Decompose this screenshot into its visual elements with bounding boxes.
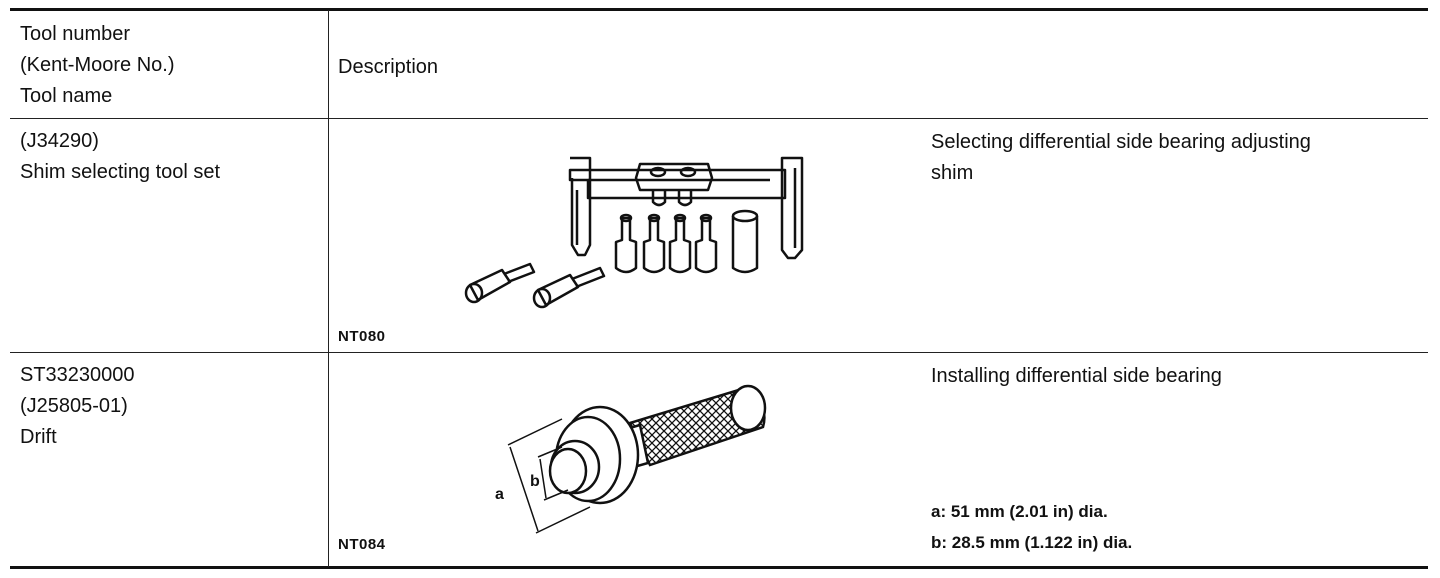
dimension-b-label: b [530, 473, 540, 490]
header-divider [10, 118, 1428, 119]
row2-figure-code: NT084 [338, 536, 386, 553]
header-tool-name: Tool name [20, 85, 113, 107]
table-top-rule [10, 8, 1428, 11]
shim-selecting-tool-set-illustration [464, 156, 804, 309]
row2-spec-a: a: 51 mm (2.01 in) dia. [931, 502, 1108, 521]
header-kent-moore: (Kent-Moore No.) [20, 54, 175, 76]
row2-description: Installing differential side bearing [931, 365, 1222, 387]
row2-kent-moore: (J25805-01) [20, 395, 128, 417]
row1-figure-code: NT080 [338, 328, 386, 345]
table-bottom-rule [10, 566, 1428, 569]
row1-description-cont: shim [931, 162, 974, 184]
row-divider [10, 352, 1428, 353]
header-description: Description [338, 56, 439, 78]
dimension-a-label: a [495, 486, 504, 503]
row1-tool-number: (J34290) [20, 130, 99, 152]
header-tool-number: Tool number [20, 23, 131, 45]
row2-tool-name: Drift [20, 426, 57, 448]
row2-tool-number: ST33230000 [20, 364, 135, 386]
row2-spec-b: b: 28.5 mm (1.122 in) dia. [931, 533, 1133, 552]
row1-tool-name: Shim selecting tool set [20, 161, 221, 183]
drift-illustration [507, 384, 767, 534]
column-divider [328, 10, 329, 567]
row1-description: Selecting differential side bearing adju… [931, 131, 1311, 153]
